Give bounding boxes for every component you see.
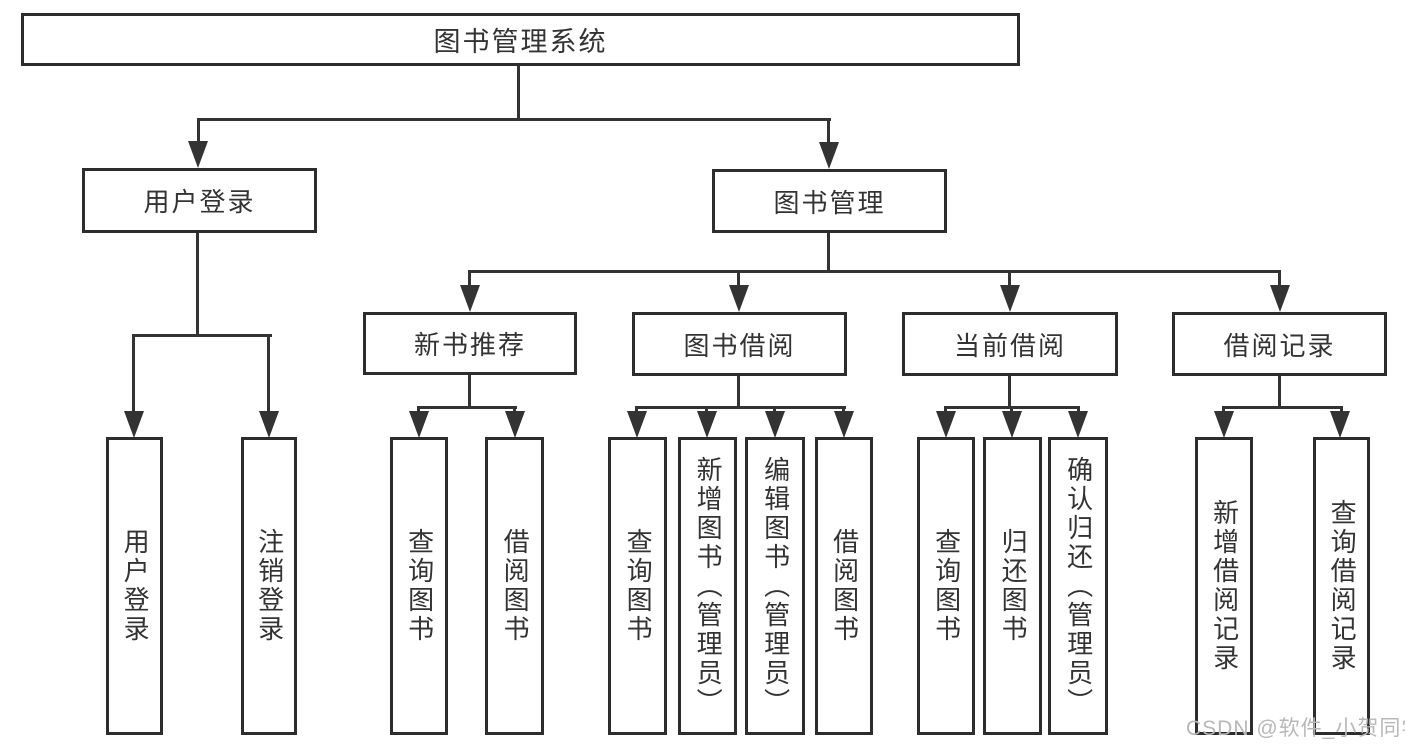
- node-root-label: 图书管理系统: [433, 27, 608, 57]
- leaf-cb-query-book: 查询图书: [917, 437, 975, 735]
- leaf-bb-query-book-label: 查询图书: [623, 528, 654, 644]
- arrowhead-new-book: [460, 285, 480, 312]
- arrowhead-bb-edit: [765, 411, 785, 438]
- leaf-bb-query-book: 查询图书: [608, 437, 667, 735]
- connector-level2-branch: [197, 118, 831, 121]
- leaf-nb-borrow-book-label: 借阅图书: [500, 528, 531, 644]
- arrowhead-cb-query: [936, 411, 956, 438]
- connector-drop-leaf-login: [132, 334, 135, 414]
- leaf-user-login-label: 用户登录: [120, 528, 151, 644]
- connector-drop-user-login: [197, 118, 200, 146]
- connector-level3-branch: [468, 270, 1281, 273]
- node-current-borrowing: 当前借阅: [902, 312, 1118, 376]
- connector-root-stem: [517, 66, 520, 120]
- leaf-cb-confirm-return: 确认归还（管理员）: [1048, 437, 1108, 735]
- connector-drop-bb-query: [635, 406, 638, 414]
- arrowhead-leaf-logout: [259, 411, 279, 438]
- node-book-management-label: 图书管理: [773, 187, 886, 218]
- connector-drop-borrowing-records: [1278, 270, 1281, 288]
- leaf-user-login: 用户登录: [106, 437, 163, 735]
- connector-book-borrowing-stem: [737, 376, 740, 408]
- leaf-logout-label: 注销登录: [254, 528, 285, 644]
- node-book-management: 图书管理: [712, 169, 947, 233]
- node-borrowing-records: 借阅记录: [1172, 312, 1387, 376]
- leaf-br-add-record: 新增借阅记录: [1195, 437, 1253, 735]
- connector-drop-br-query: [1340, 406, 1343, 414]
- connector-drop-br-add: [1222, 406, 1225, 414]
- leaf-bb-add-book-label: 新增图书（管理员）: [693, 455, 724, 717]
- leaf-cb-return-book-label: 归还图书: [998, 528, 1029, 644]
- arrowhead-book-management: [819, 142, 839, 169]
- leaf-logout: 注销登录: [241, 437, 297, 735]
- connector-drop-cb-query: [944, 406, 947, 414]
- arrowhead-bb-borrow: [834, 411, 854, 438]
- leaf-bb-borrow-book-label: 借阅图书: [829, 528, 860, 644]
- leaf-cb-return-book: 归还图书: [983, 437, 1042, 735]
- leaf-cb-confirm-return-label: 确认归还（管理员）: [1063, 455, 1094, 717]
- node-root: 图书管理系统: [21, 13, 1020, 66]
- connector-book-management-stem: [827, 233, 830, 272]
- connector-drop-book-borrowing: [737, 270, 740, 288]
- connector-drop-bb-edit: [773, 406, 776, 414]
- leaf-nb-query-book-label: 查询图书: [404, 528, 435, 644]
- node-current-borrowing-label: 当前借阅: [953, 330, 1066, 361]
- arrowhead-book-borrowing: [729, 285, 749, 312]
- leaf-bb-edit-book-label: 编辑图书（管理员）: [760, 455, 791, 717]
- connector-drop-bb-add: [705, 406, 708, 414]
- arrowhead-br-query: [1330, 411, 1350, 438]
- leaf-nb-borrow-book: 借阅图书: [485, 437, 544, 735]
- connector-new-book-stem: [468, 375, 471, 408]
- connector-drop-bb-borrow: [842, 406, 845, 414]
- connector-drop-nb-query: [417, 406, 420, 414]
- connector-drop-leaf-logout: [267, 334, 270, 414]
- node-user-login: 用户登录: [82, 168, 317, 233]
- leaf-br-query-record-label: 查询借阅记录: [1327, 499, 1358, 673]
- node-new-book-recommend-label: 新书推荐: [413, 330, 526, 360]
- leaf-nb-query-book: 查询图书: [390, 437, 448, 735]
- node-book-borrowing-label: 图书借阅: [683, 330, 796, 361]
- arrowhead-nb-query: [409, 411, 429, 438]
- arrowhead-nb-borrow: [505, 411, 525, 438]
- node-new-book-recommend: 新书推荐: [363, 312, 577, 375]
- connector-borrowing-records-stem: [1278, 376, 1281, 408]
- connector-new-book-branch: [417, 406, 517, 409]
- connector-user-login-stem: [196, 233, 199, 336]
- connector-drop-book-management: [827, 118, 830, 146]
- connector-drop-new-book: [468, 270, 471, 288]
- connector-user-login-branch: [132, 334, 272, 337]
- node-borrowing-records-label: 借阅记录: [1223, 330, 1336, 361]
- connector-drop-cb-confirm: [1077, 406, 1080, 414]
- connector-borrowing-records-branch: [1222, 406, 1343, 409]
- arrowhead-borrowing-records: [1270, 285, 1290, 312]
- connector-current-borrowing-stem: [1008, 376, 1011, 408]
- connector-book-borrowing-branch: [635, 406, 846, 409]
- arrowhead-current-borrowing: [1000, 285, 1020, 312]
- csdn-watermark: CSDN @软件_小贺同学: [1186, 717, 1405, 740]
- node-book-borrowing: 图书借阅: [632, 312, 847, 376]
- arrowhead-bb-query: [627, 411, 647, 438]
- leaf-br-query-record: 查询借阅记录: [1313, 437, 1370, 735]
- leaf-bb-add-book: 新增图书（管理员）: [678, 437, 737, 735]
- arrowhead-cb-confirm: [1068, 411, 1088, 438]
- leaf-br-add-record-label: 新增借阅记录: [1209, 499, 1240, 673]
- leaf-bb-borrow-book: 借阅图书: [815, 437, 873, 735]
- connector-drop-current-borrowing: [1008, 270, 1011, 288]
- arrowhead-user-login: [188, 141, 208, 168]
- node-user-login-label: 用户登录: [143, 187, 256, 217]
- leaf-bb-edit-book: 编辑图书（管理员）: [745, 437, 805, 735]
- connector-drop-nb-borrow: [513, 406, 516, 414]
- leaf-cb-query-book-label: 查询图书: [931, 528, 962, 644]
- arrowhead-br-add: [1214, 411, 1234, 438]
- arrowhead-leaf-login: [124, 411, 144, 438]
- connector-drop-cb-return: [1010, 406, 1013, 414]
- arrowhead-bb-add: [697, 411, 717, 438]
- arrowhead-cb-return: [1002, 411, 1022, 438]
